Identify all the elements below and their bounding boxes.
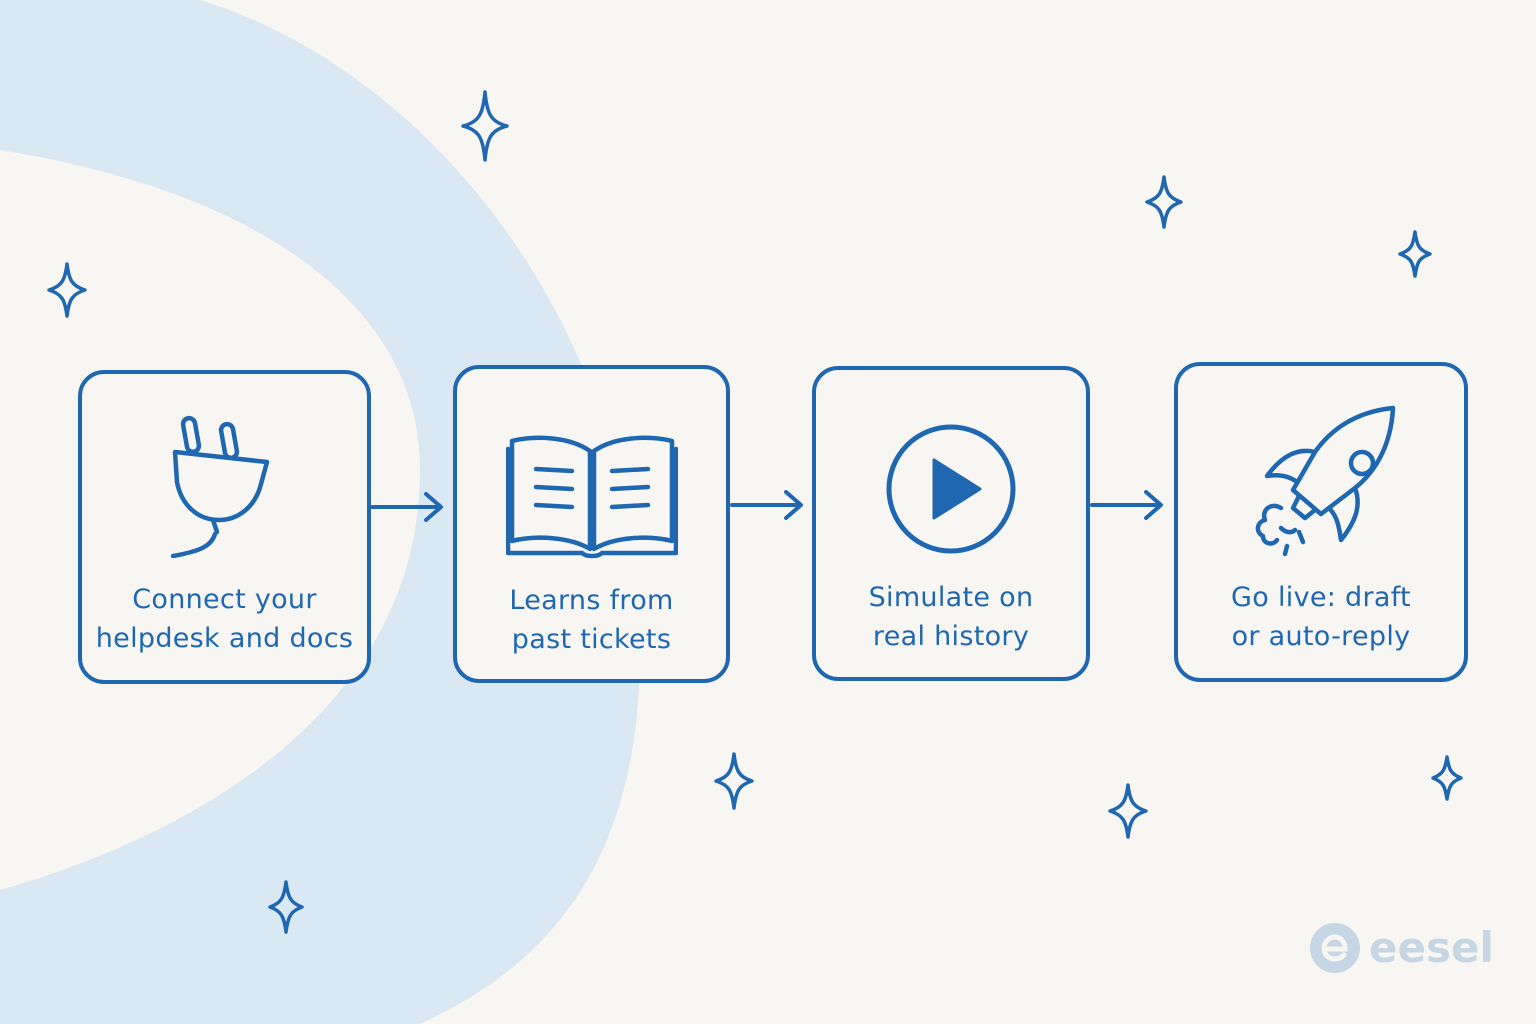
step-connect: Connect your helpdesk and docs xyxy=(78,370,371,684)
sparkle-icon xyxy=(47,262,87,318)
step-go-live: Go live: draft or auto-reply xyxy=(1174,362,1468,682)
sparkle-icon xyxy=(1398,230,1432,278)
step-learn: Learns from past tickets xyxy=(453,365,730,683)
step-label-line1: Simulate on xyxy=(868,582,1034,613)
play-circle-icon xyxy=(886,424,1016,554)
sparkle-icon xyxy=(1431,755,1463,801)
brand-name: eesel xyxy=(1369,923,1494,972)
sparkle-icon xyxy=(1108,783,1148,839)
step-label-line2: real history xyxy=(872,621,1030,652)
step-label-line2: or auto-reply xyxy=(1231,621,1411,652)
step-label-line2: past tickets xyxy=(511,624,672,655)
plug-icon xyxy=(170,415,269,558)
arrow-icon xyxy=(730,490,803,520)
step-label-line2: helpdesk and docs xyxy=(95,623,354,654)
step-simulate: Simulate on real history xyxy=(812,366,1090,681)
brand-logo: eesel xyxy=(1309,922,1494,974)
step-label: Learns from past tickets xyxy=(457,581,726,659)
step-label: Go live: draft or auto-reply xyxy=(1178,578,1464,656)
arrow-icon xyxy=(370,492,443,522)
step-label-line1: Learns from xyxy=(509,585,674,616)
step-label-line1: Go live: draft xyxy=(1231,582,1411,613)
rocket-icon xyxy=(1255,405,1396,557)
eesel-logo-icon xyxy=(1310,923,1360,973)
open-book-icon xyxy=(505,435,678,559)
step-label: Connect your helpdesk and docs xyxy=(82,580,367,658)
sparkle-icon xyxy=(714,752,754,810)
step-label: Simulate on real history xyxy=(816,578,1086,656)
sparkle-icon xyxy=(461,90,509,162)
step-label-line1: Connect your xyxy=(132,584,317,615)
sparkle-icon xyxy=(268,880,304,934)
sparkle-icon xyxy=(1145,175,1183,229)
arrow-icon xyxy=(1090,490,1163,520)
